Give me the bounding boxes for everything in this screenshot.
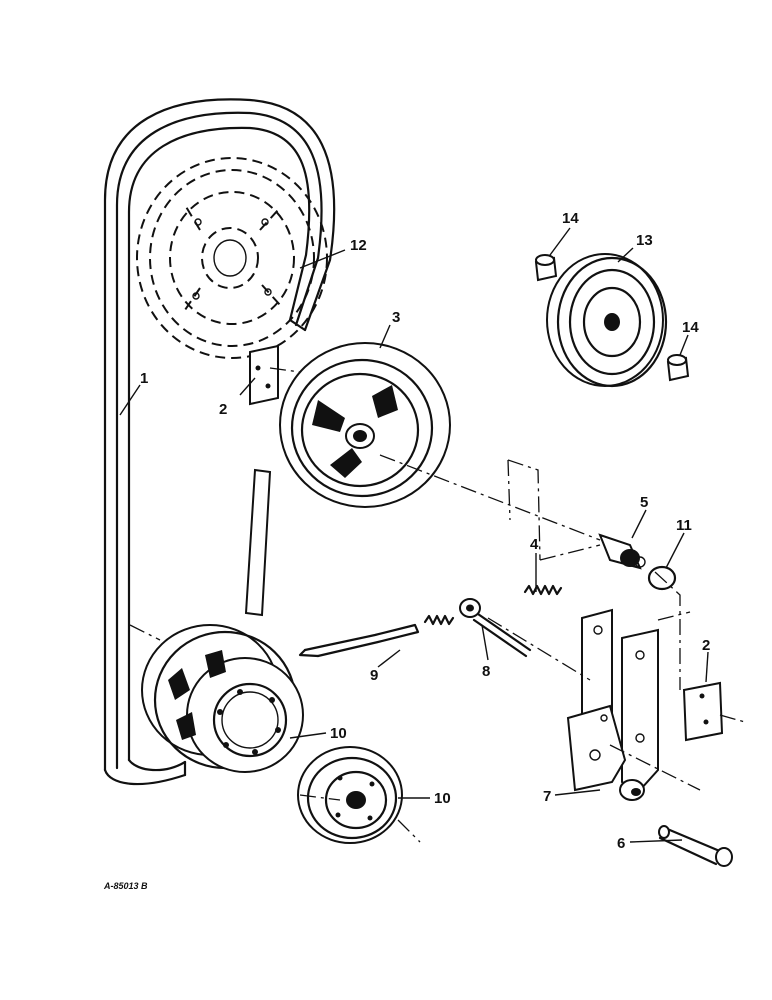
- callout-part-10-lower: 10: [434, 790, 451, 807]
- tensioner-spring-assembly: [598, 533, 646, 570]
- small-lower-pulley: [297, 746, 403, 844]
- tension-spring: [423, 584, 563, 626]
- callout-part-14-lower: 14: [682, 319, 699, 336]
- shim-plate-right: [682, 681, 724, 742]
- document-id: A-85013 B: [103, 881, 148, 891]
- snap-ring: [647, 565, 677, 591]
- large-drive-pulley: [136, 157, 328, 359]
- callout-part-11: 11: [676, 517, 692, 534]
- adjuster-rod: [298, 623, 420, 658]
- lower-drive-pulley: [141, 624, 304, 773]
- bushing-upper: [534, 254, 558, 282]
- shim-plate-upper: [249, 344, 279, 406]
- belt-guard-bar: [244, 468, 272, 617]
- callout-part-10-upper: 10: [330, 725, 347, 742]
- callout-part-14-upper: 14: [562, 210, 579, 227]
- mounting-bracket: [566, 608, 659, 801]
- callout-part-1: 1: [140, 370, 148, 387]
- callout-part-7: 7: [543, 788, 551, 805]
- callout-part-6: 6: [617, 835, 625, 852]
- callout-part-13: 13: [636, 232, 653, 249]
- idler-pulley: [279, 342, 451, 508]
- callout-part-2-upper: 2: [219, 401, 227, 418]
- pivot-pin: [658, 825, 733, 867]
- callout-part-8: 8: [482, 663, 490, 680]
- v-belt: [103, 98, 336, 786]
- eye-bolt: [459, 598, 532, 658]
- callout-part-3: 3: [392, 309, 400, 326]
- callout-part-12: 12: [350, 237, 367, 254]
- idler-pulley-upper-right: [546, 253, 668, 388]
- callout-part-9: 9: [370, 667, 378, 684]
- callout-labels: 1 2 2 3 4 5 6 7 8 9 10 10 11 12 13 14 14: [140, 210, 710, 852]
- alignment-lines: [129, 367, 746, 843]
- callout-part-4: 4: [530, 536, 539, 553]
- bushing-lower: [666, 354, 690, 382]
- callout-part-2-right: 2: [702, 637, 710, 654]
- callout-part-5: 5: [640, 494, 648, 511]
- leader-lines: [119, 227, 709, 843]
